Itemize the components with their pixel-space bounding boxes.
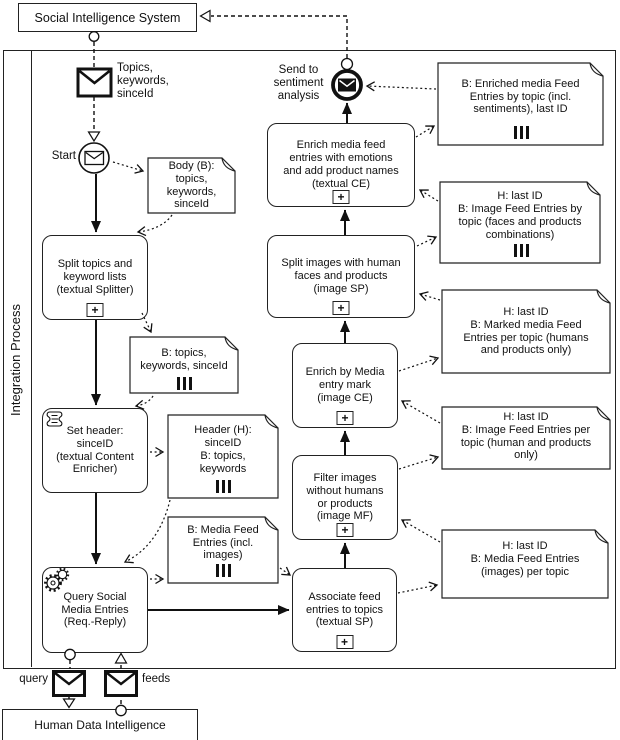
human-data-intelligence-label: Human Data Intelligence [34,718,166,732]
assoc-marked-note-to-split-images [418,291,441,301]
note-shape-body [147,157,236,214]
arrowhead-into-system [199,9,211,23]
assoc-split-to-topics-note [141,312,153,334]
note-shape-media [167,516,279,584]
lane-label-band [3,50,32,667]
task-query-social-media: Query Social Media Entries (Req.-Reply) [42,567,148,653]
note-shape-topics [129,336,239,394]
arrowhead-into-start [87,131,101,143]
note-shape-marked [441,289,611,374]
task-split-images: Split images with human faces and produc… [267,235,415,318]
assoc-start-to-body-note [112,161,145,174]
note-shape-mediaimages [441,529,609,599]
assoc-mediaimages-note-to-filter [400,519,441,543]
task-label: Query Social Media Entries (Req.-Reply) [61,590,129,629]
subprocess-marker-icon: + [336,635,353,649]
social-intelligence-system-box: Social Intelligence System [18,3,197,32]
note-enriched-entries: B: Enriched media Feed Entries by topic … [461,77,580,116]
assoc-enrich-mark-to-marked-note [398,355,440,372]
system-port-circle [88,31,100,42]
message-flows [68,15,348,704]
collection-marker [177,377,192,390]
sequence-flows [91,102,352,615]
assoc-filter-to-imagepertopic-note [398,454,440,470]
end-event-port-circle [340,57,354,71]
assoc-enriched-note-to-end [365,81,437,92]
task-filter-images: Filter images without humans or products… [292,455,398,540]
task-label: Enrich by Media entry mark (image CE) [305,366,385,404]
collection-marker [514,244,529,257]
note-image-entries-per-topic: H: last ID B: Image Feed Entries per top… [460,410,592,462]
query-port-circle [64,648,76,661]
collection-marker [514,126,529,139]
subprocess-marker-icon: + [332,301,350,315]
feeds-port-circle [115,704,127,717]
task-split-topics: Split topics and keyword lists (textual … [42,235,148,320]
task-set-header: Set header: sinceID (textual Content Enr… [42,408,148,493]
assoc-header-note-to-query [123,499,171,564]
human-data-intelligence-box: Human Data Intelligence [2,709,198,740]
note-media-feed-entries: B: Media Feed Entries (incl. images) [187,523,259,562]
script-icon [46,411,63,427]
task-label: Enrich media feed entries with emotions … [283,139,399,190]
task-label: Set header: sinceID (textual Content Enr… [56,424,134,476]
feeds-envelope-icon [104,670,138,697]
end-event-label: Send to sentiment analysis [273,64,324,103]
assoc-topics-note-to-set-header [134,395,154,410]
subprocess-marker-icon: + [86,303,104,317]
message-arrowheads [62,9,211,709]
incoming-message-label: Topics, keywords, sinceId [117,62,169,101]
query-label: query [19,673,48,685]
events [52,31,363,717]
social-intelligence-system-label: Social Intelligence System [34,10,181,25]
note-image-entries-by-topic: H: last ID B: Image Feed Entries by topi… [457,190,583,241]
task-icons [44,411,70,592]
note-body: Body (B): topics, keywords, sinceId [166,159,217,211]
note-shape-imagepertopic [441,406,611,470]
data-associations [112,81,441,594]
note-header-sinceid: Header (H): sinceID B: topics, keywords [194,424,252,475]
assoc-body-note-to-split [136,214,173,237]
task-enrich-media-feed: Enrich media feed entries with emotions … [267,123,415,207]
incoming-message-envelope-icon [76,67,113,98]
note-shape-header [167,414,279,499]
end-event [331,57,363,101]
assoc-media-note-to-associate [279,566,292,576]
assoc-imagebytopic-note-to-enrich-media [418,189,439,202]
assoc-associate-to-mediaimages-note [397,581,439,594]
assoc-split-images-to-imagebytopic-note [416,235,438,247]
assoc-enrich-media-to-enriched-note [415,125,436,138]
task-enrich-by-media-mark: Enrich by Media entry mark (image CE) + [292,343,398,428]
subprocess-marker-icon: + [336,523,354,537]
note-shapes [129,62,611,599]
gears-icon [44,567,70,592]
task-associate-feed: Associate feed entries to topics (textua… [292,568,397,652]
task-label: Split images with human faces and produc… [281,257,401,295]
arrowhead-feeds-into-query-task [114,652,128,664]
note-shape-imagebytopic [439,181,601,264]
note-media-entries-images: H: last ID B: Media Feed Entries (images… [470,540,580,578]
start-event [78,142,110,174]
collection-marker [216,480,231,493]
subprocess-marker-icon: + [332,190,350,204]
msg-end-to-system [211,15,348,58]
task-label: Split topics and keyword lists (textual … [56,258,134,296]
start-label: Start [51,150,76,162]
note-shape-enriched [437,62,604,146]
subprocess-marker-icon: + [336,411,354,425]
task-label: Filter images without humans or products… [306,471,384,523]
task-label: Associate feed entries to topics (textua… [305,590,384,629]
message-icon-filled [338,78,356,92]
note-topics-keywords: B: topics, keywords, sinceId [140,347,228,372]
assoc-imagepertopic-note-to-enrich-mark [400,400,441,424]
query-envelope-icon [52,670,86,697]
note-marked-entries: H: last ID B: Marked media Feed Entries … [463,305,589,357]
collection-marker [216,564,231,577]
arrowhead-query-into-hdi [62,698,76,709]
integration-process-pool [3,50,616,669]
feeds-label: feeds [142,673,171,685]
